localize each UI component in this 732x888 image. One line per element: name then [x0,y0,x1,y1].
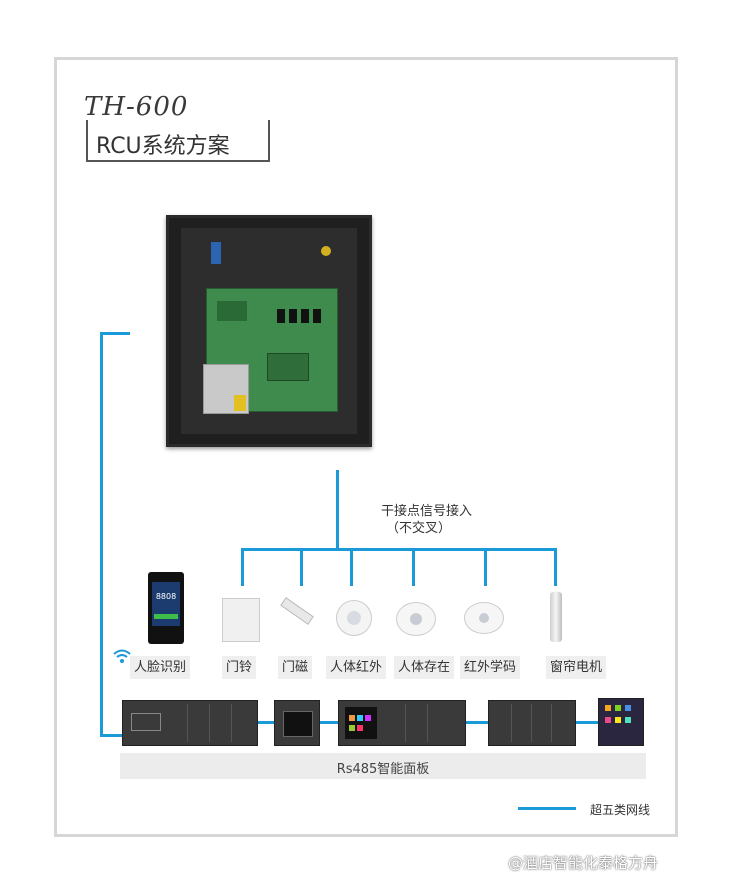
face-recognition-terminal-icon: 8808 [148,572,184,644]
wire-drop-presence [412,548,415,586]
pir-sensor-icon [336,600,372,636]
wire-left-bottom [100,734,122,737]
model-title: TH-600 [84,92,189,122]
ir-learning-icon [464,602,504,634]
label-curtain-motor: 窗帘电机 [546,656,607,679]
doorbell-icon [222,598,260,642]
label-presence: 人体存在 [394,656,455,679]
label-face-recognition: 人脸识别 [130,656,191,679]
bus-link-3 [466,721,488,724]
title-bracket [86,120,270,162]
label-doorbell: 门铃 [222,656,257,679]
wire-drop-doorbell [241,548,244,586]
label-ir-learning: 红外学码 [460,656,521,679]
curtain-motor-icon [550,592,562,642]
watermark: @酒店智能化泰格方舟 [508,854,659,872]
smart-screen-panel [598,698,644,746]
bus-link-1 [258,721,274,724]
touchscreen-panel [338,700,466,746]
rs485-label: Rs485智能面板 [336,762,430,777]
bus-link-2 [320,721,338,724]
wire-left-top [100,332,130,335]
terminal-block [211,242,221,264]
label-door-sensor: 门磁 [278,656,313,679]
presence-sensor-icon [396,602,436,636]
wire-drop-door-sensor [300,548,303,586]
rcu-cabinet [166,215,372,447]
power-supply [203,364,249,414]
rs485-bus-bar: Rs485智能面板 [120,753,646,779]
wire-drop-curtain [554,548,557,586]
no-crossing-note: （不交叉） [386,521,452,536]
legend-label: 超五类网线 [590,803,651,817]
cabinet-interior [181,228,357,434]
card-switch-panel [122,700,258,746]
dry-contact-label: 干接点信号接入 [381,504,473,519]
wifi-icon [113,649,131,663]
terminal-screen-text: 8808 [155,592,177,601]
wire-left-vertical [100,332,103,737]
wire-drop-pir [350,548,353,586]
wire-dry-contact-bus [241,548,557,551]
grounding-post [321,246,331,256]
wire-cabinet-down [336,470,339,550]
switch-panel [488,700,576,746]
thermostat-panel [274,700,320,746]
system-title: RCU系统方案 [96,134,230,159]
label-pir: 人体红外 [326,656,387,679]
bus-link-4 [576,721,598,724]
wire-drop-ir [484,548,487,586]
legend-swatch [518,807,576,810]
